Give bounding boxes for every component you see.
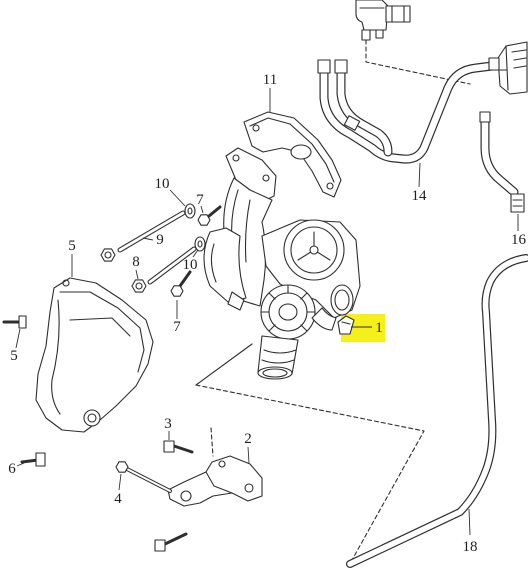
callout-2[interactable]: 2 bbox=[244, 431, 252, 447]
callout-4[interactable]: 4 bbox=[114, 491, 122, 507]
callout-5-heat-shield[interactable]: 5 bbox=[68, 238, 76, 254]
leader-14 bbox=[418, 162, 421, 188]
callout-11[interactable]: 11 bbox=[263, 72, 277, 88]
callout-7-upper[interactable]: 7 bbox=[196, 192, 204, 208]
outlet-port bbox=[330, 284, 354, 316]
leader-8 bbox=[135, 269, 139, 280]
guide-line-turbo bbox=[195, 343, 253, 386]
bolt-4 bbox=[115, 461, 172, 493]
callout-6[interactable]: 6 bbox=[8, 461, 16, 477]
turbocharger bbox=[203, 147, 361, 380]
hose-18 bbox=[346, 254, 528, 568]
leader-10-upper bbox=[169, 189, 186, 207]
heat-shield-gasket-11 bbox=[243, 111, 342, 198]
callout-10-upper[interactable]: 10 bbox=[155, 176, 170, 192]
guide-line-bracket bbox=[210, 427, 214, 457]
callout-10-lower[interactable]: 10 bbox=[183, 257, 198, 273]
bolt-left-lower bbox=[20, 452, 46, 467]
hose-connector-16 bbox=[510, 193, 525, 213]
leader-10-lower bbox=[192, 249, 199, 258]
callout-1[interactable]: 1 bbox=[375, 320, 383, 336]
washers-10 bbox=[184, 203, 206, 252]
vacuum-hoses-14 bbox=[317, 59, 519, 197]
callout-5-bolt[interactable]: 5 bbox=[10, 348, 18, 364]
guide-line-hose bbox=[195, 384, 425, 561]
callout-18[interactable]: 18 bbox=[463, 539, 478, 555]
callout-9[interactable]: 9 bbox=[156, 232, 164, 248]
leader-4 bbox=[118, 473, 122, 491]
bolts-7 bbox=[170, 205, 222, 297]
leader-5-bolt bbox=[15, 328, 21, 349]
callout-8[interactable]: 8 bbox=[132, 254, 140, 270]
bolt-3 bbox=[163, 440, 194, 454]
guide-line-valve bbox=[365, 39, 471, 85]
studs-9 bbox=[117, 210, 197, 285]
nuts-8 bbox=[100, 248, 147, 293]
callout-7-lower[interactable]: 7 bbox=[173, 319, 181, 335]
leader-2 bbox=[247, 446, 250, 464]
leader-7-upper bbox=[200, 205, 204, 214]
leader-18 bbox=[468, 508, 471, 536]
bolt-bottom bbox=[154, 532, 188, 552]
callout-labels: 11 14 16 10 7 9 5 8 10 7 1 5 6 3 2 4 18 bbox=[8, 72, 526, 555]
vacuum-solenoid-valve bbox=[355, 0, 411, 41]
bracket-2 bbox=[167, 455, 263, 507]
callout-16[interactable]: 16 bbox=[511, 232, 527, 248]
heat-shield-5 bbox=[35, 277, 154, 433]
callout-3[interactable]: 3 bbox=[164, 416, 172, 432]
callout-14[interactable]: 14 bbox=[412, 188, 428, 204]
bolt-left-upper bbox=[2, 315, 27, 329]
leader-9 bbox=[142, 237, 154, 241]
vacuum-valve-right bbox=[479, 41, 528, 123]
assembly-guide-lines bbox=[195, 39, 471, 561]
turbine-housing bbox=[203, 227, 247, 303]
leader-6 bbox=[16, 462, 25, 467]
leader-lines bbox=[15, 88, 519, 536]
hose-clip bbox=[343, 115, 361, 131]
